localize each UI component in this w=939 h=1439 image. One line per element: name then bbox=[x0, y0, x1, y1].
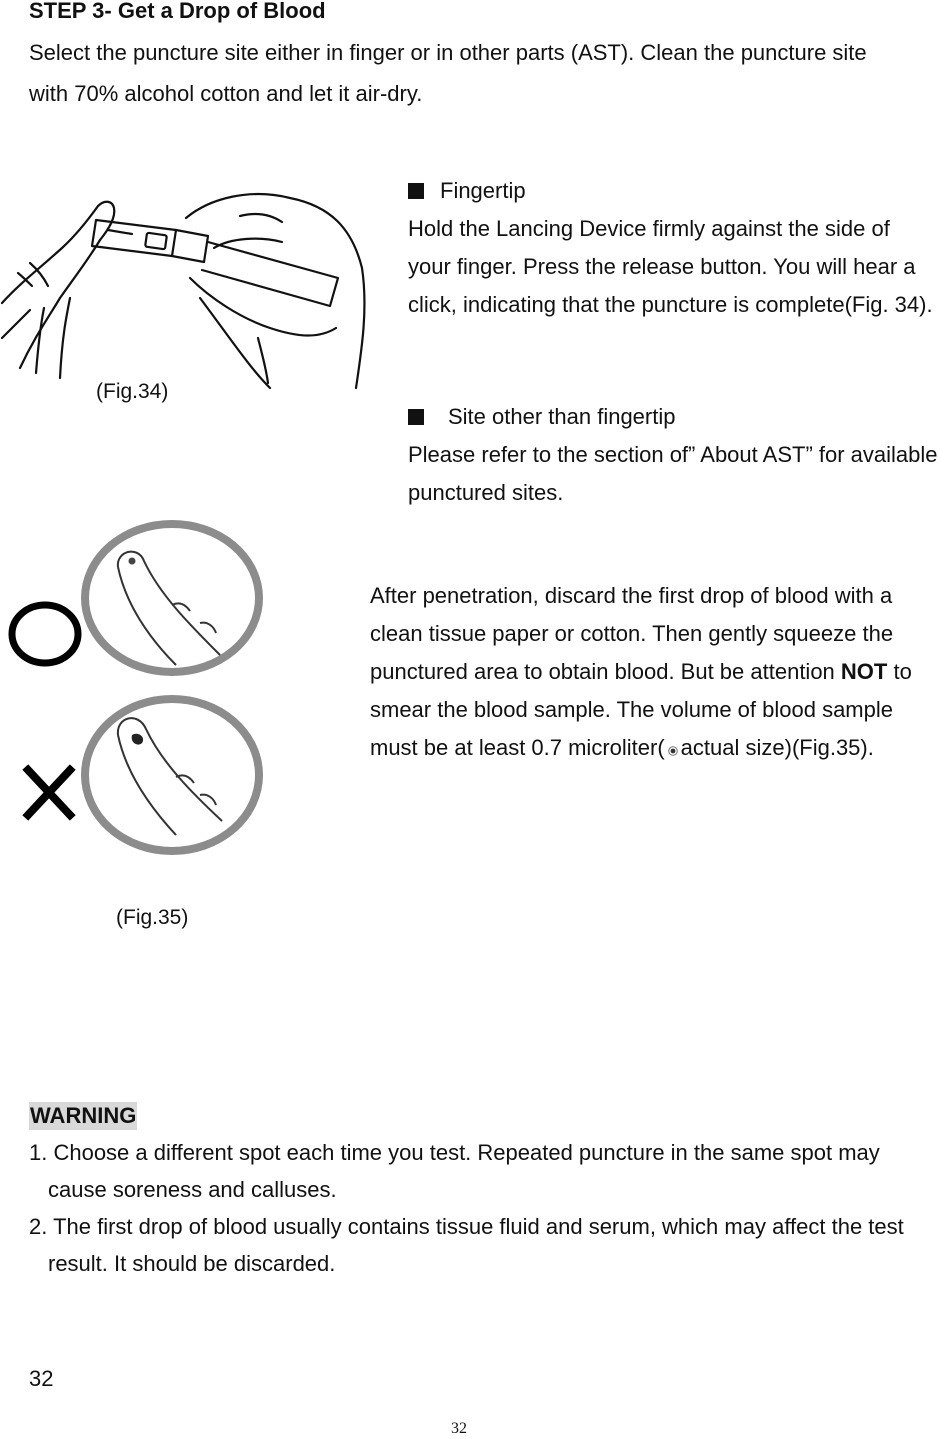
blood-drop-size-icon bbox=[667, 746, 678, 756]
penetration-emphasis: NOT bbox=[840, 659, 888, 684]
fig35-caption: (Fig.35) bbox=[116, 906, 189, 929]
warning-title: WARNING bbox=[29, 1102, 138, 1130]
page-number: 32 bbox=[29, 1366, 54, 1391]
other-site-description: Please refer to the section of” About AS… bbox=[408, 442, 938, 505]
penetration-text-1: After penetration, discard the first dro… bbox=[370, 583, 894, 684]
square-bullet-icon bbox=[408, 409, 424, 425]
fingertip-heading: Fingertip bbox=[408, 178, 526, 204]
penetration-paragraph: After penetration, discard the first dro… bbox=[370, 577, 939, 767]
blood-drop-illustration bbox=[8, 520, 263, 855]
fig34-caption: (Fig.34) bbox=[96, 380, 169, 403]
incorrect-x-icon bbox=[22, 764, 76, 821]
other-site-heading: Site other than fingertip bbox=[408, 404, 675, 430]
fingertip-description: Hold the Lancing Device firmly against t… bbox=[408, 216, 933, 317]
other-site-title: Site other than fingertip bbox=[448, 404, 676, 429]
correct-circle-icon bbox=[8, 601, 82, 667]
warning-item: 1. Choose a different spot each time you… bbox=[29, 1140, 880, 1202]
warning-item: 2. The first drop of blood usually conta… bbox=[29, 1214, 904, 1276]
penetration-text-3: actual size)(Fig.35). bbox=[680, 735, 874, 760]
fingertip-title: Fingertip bbox=[440, 178, 526, 203]
page-number-footer: 32 bbox=[451, 1420, 467, 1437]
square-bullet-icon bbox=[408, 183, 424, 199]
warning-list: 1. Choose a different spot each time you… bbox=[29, 1134, 909, 1282]
penetration-text-2: to smear the blood sample. The volume of… bbox=[370, 659, 912, 760]
step-heading: STEP 3- Get a Drop of Blood bbox=[29, 0, 326, 23]
intro-paragraph: Select the puncture site either in finge… bbox=[29, 40, 867, 106]
lancing-device-illustration bbox=[0, 192, 366, 390]
